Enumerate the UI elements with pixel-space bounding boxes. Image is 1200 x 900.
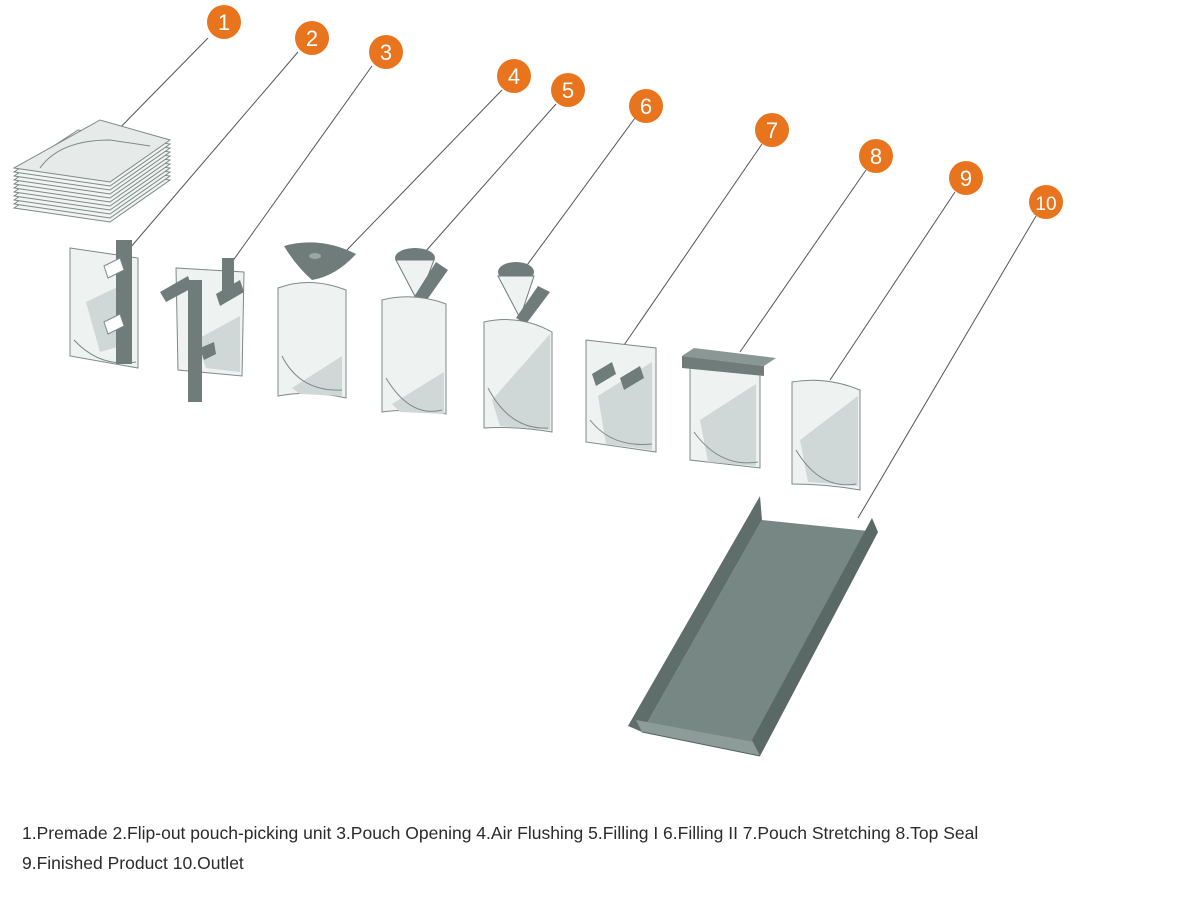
leader-line-7 <box>621 143 763 349</box>
pouch-stretching-station <box>585 339 657 453</box>
step-badge-4: 4 <box>497 59 531 93</box>
step-number-1: 1 <box>218 10 230 35</box>
step-badge-10: 10 <box>1029 185 1063 219</box>
premade-pouch-stack <box>12 119 172 223</box>
leader-line-2 <box>129 51 299 249</box>
packaging-process-diagram: 1 2 3 4 5 6 7 8 9 10 <box>12 5 1063 757</box>
step-number-2: 2 <box>306 26 318 51</box>
step-number-8: 8 <box>870 144 882 169</box>
leader-line-3 <box>231 65 373 263</box>
pouch-opening-unit <box>160 258 245 402</box>
air-flushing-station <box>277 242 356 399</box>
legend-caption: 1.Premade 2.Flip-out pouch-picking unit … <box>22 818 1182 878</box>
caption-line-2: 9.Finished Product 10.Outlet <box>22 853 244 873</box>
step-badge-9: 9 <box>949 161 983 195</box>
step-number-10: 10 <box>1035 194 1056 215</box>
step-number-4: 4 <box>508 64 520 89</box>
outlet-chute <box>628 496 878 757</box>
leader-line-1 <box>107 37 209 141</box>
top-seal-station <box>682 348 776 469</box>
step-number-6: 6 <box>640 94 652 119</box>
leader-lines <box>107 37 1037 519</box>
step-badge-5: 5 <box>551 73 585 107</box>
step-badge-7: 7 <box>755 113 789 147</box>
step-badge-3: 3 <box>369 35 403 69</box>
leader-line-8 <box>739 169 867 353</box>
step-number-3: 3 <box>380 40 392 65</box>
pouch-picking-unit <box>69 240 139 369</box>
step-number-7: 7 <box>766 118 778 143</box>
step-badge-1: 1 <box>207 5 241 39</box>
step-badge-2: 2 <box>295 21 329 55</box>
filling-station-1 <box>381 248 448 415</box>
filling-station-2 <box>483 262 553 433</box>
leader-line-5 <box>424 103 557 253</box>
leader-line-6 <box>521 117 636 273</box>
leader-line-9 <box>829 191 956 381</box>
step-number-9: 9 <box>960 166 972 191</box>
leader-line-4 <box>344 89 503 253</box>
leader-line-10 <box>857 215 1037 519</box>
step-badge-8: 8 <box>859 139 893 173</box>
caption-line-1: 1.Premade 2.Flip-out pouch-picking unit … <box>22 823 979 843</box>
step-badge-6: 6 <box>629 89 663 123</box>
finished-product-pouch <box>791 379 861 491</box>
step-number-5: 5 <box>562 78 574 103</box>
